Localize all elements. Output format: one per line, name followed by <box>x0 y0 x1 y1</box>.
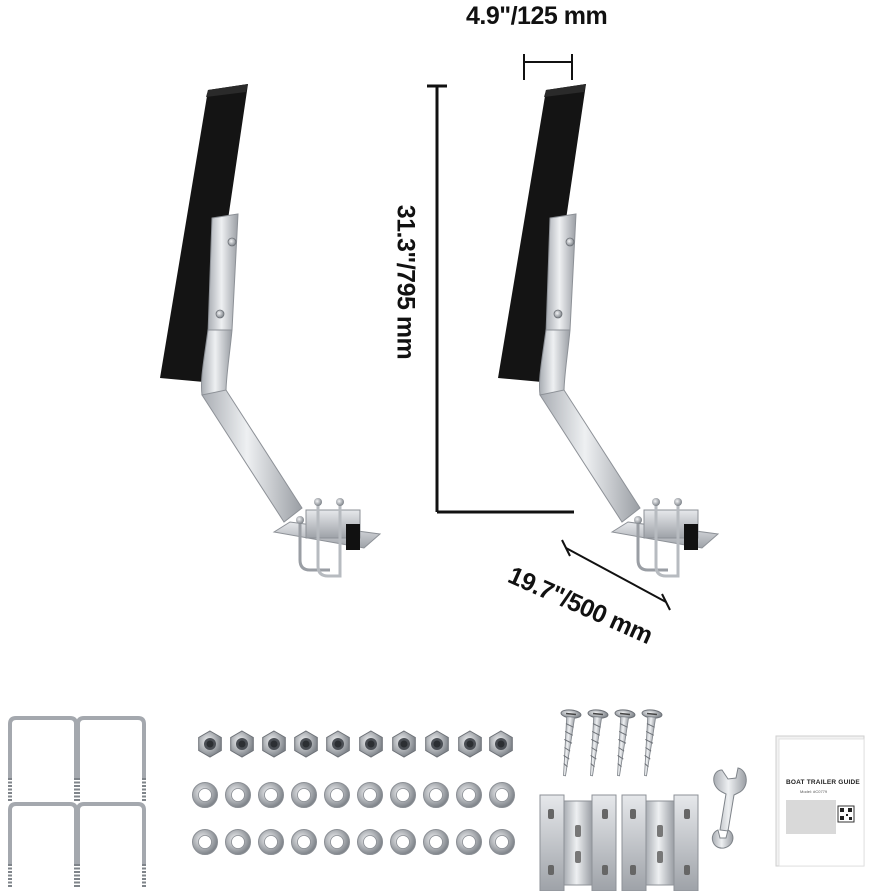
u-bolt <box>76 716 146 804</box>
hex-nut <box>425 730 449 758</box>
nut-set <box>198 730 513 758</box>
washer <box>456 782 482 808</box>
washer <box>390 782 416 808</box>
u-bolt-set <box>8 716 146 890</box>
washer <box>258 829 284 855</box>
washer <box>489 782 515 808</box>
hex-nut <box>458 730 482 758</box>
washer <box>291 829 317 855</box>
u-bolt <box>8 802 78 890</box>
hex-nut <box>230 730 254 758</box>
hex-nut <box>294 730 318 758</box>
wrench-icon <box>711 767 747 849</box>
washer <box>423 829 449 855</box>
hex-nut <box>262 730 286 758</box>
manual-model: Model: #C0779 <box>800 789 828 794</box>
trailer-guide-right <box>496 82 720 578</box>
washer-set <box>192 782 515 855</box>
washer <box>456 829 482 855</box>
washer <box>192 829 218 855</box>
wood-screw <box>634 708 664 778</box>
u-bolt <box>8 716 78 804</box>
u-bolt <box>76 802 146 890</box>
mounting-bracket <box>621 794 699 892</box>
washer <box>357 829 383 855</box>
bracket-set <box>539 794 699 892</box>
washer <box>423 782 449 808</box>
washer <box>225 782 251 808</box>
hex-nut <box>198 730 222 758</box>
trailer-guide-left <box>158 82 382 578</box>
width-dimension-label: 4.9"/125 mm <box>466 2 608 30</box>
screw-set <box>553 708 664 778</box>
washer <box>324 782 350 808</box>
width-dimension-line <box>523 54 573 80</box>
washer <box>192 782 218 808</box>
wood-screw <box>553 708 583 778</box>
washer <box>291 782 317 808</box>
washer <box>390 829 416 855</box>
height-dimension-line <box>427 84 574 514</box>
hex-nut <box>489 730 513 758</box>
washer <box>258 782 284 808</box>
wood-screw <box>580 708 610 778</box>
washer <box>489 829 515 855</box>
hex-nut <box>392 730 416 758</box>
hex-nut <box>326 730 350 758</box>
washer <box>324 829 350 855</box>
wood-screw <box>607 708 637 778</box>
manual-title: BOAT TRAILER GUIDE <box>786 779 860 786</box>
instruction-manual <box>775 735 865 867</box>
mounting-bracket <box>539 794 617 892</box>
hex-nut <box>359 730 383 758</box>
length-dimension-line <box>561 539 671 611</box>
washer <box>225 829 251 855</box>
height-dimension-label: 31.3"/795 mm <box>391 204 420 360</box>
washer <box>357 782 383 808</box>
